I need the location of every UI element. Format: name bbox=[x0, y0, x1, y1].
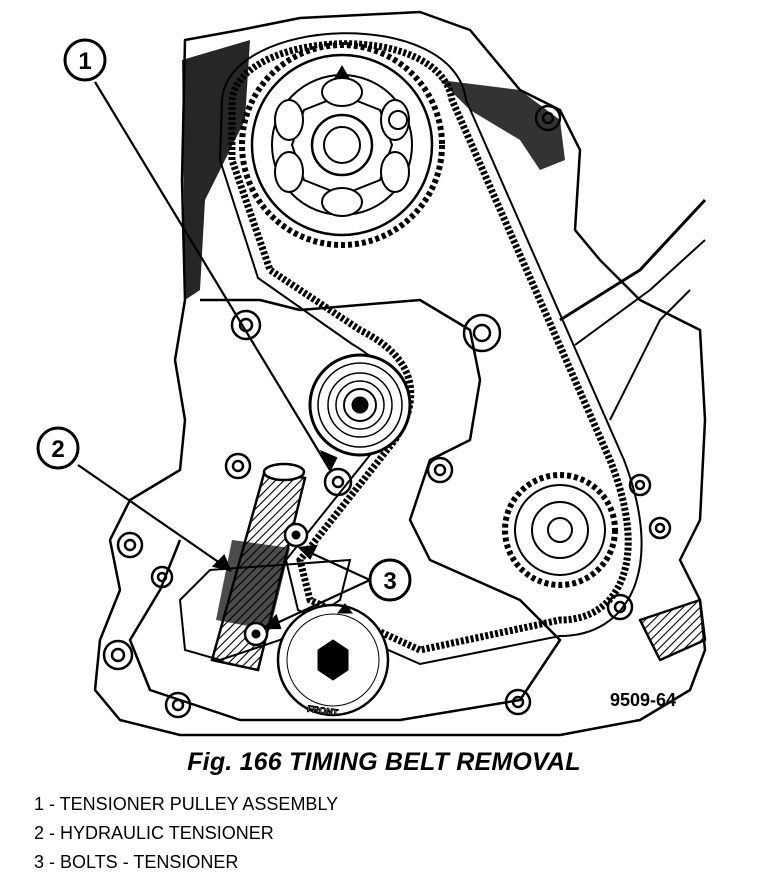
callout-2-number: 2 bbox=[51, 436, 64, 463]
front-label: FRONT bbox=[307, 704, 340, 718]
legend: 1 - TENSIONER PULLEY ASSEMBLY 2 - HYDRAU… bbox=[34, 790, 338, 877]
timing-belt-diagram: FRONT 1 2 3 9509-64 bbox=[36, 10, 707, 737]
crankshaft-sprocket bbox=[502, 472, 618, 588]
leader-lines bbox=[77, 81, 371, 630]
tensioner-pulley bbox=[308, 353, 412, 457]
figure-id: 9509-64 bbox=[610, 690, 676, 710]
callout-1-number: 1 bbox=[78, 48, 91, 75]
callout-3: 3 bbox=[368, 558, 412, 602]
legend-item: 2 - HYDRAULIC TENSIONER bbox=[34, 823, 274, 843]
callout-2: 2 bbox=[36, 426, 80, 470]
camshaft-sprocket bbox=[239, 42, 445, 248]
legend-item: 3 - BOLTS - TENSIONER bbox=[34, 852, 239, 872]
callout-1: 1 bbox=[63, 38, 107, 82]
front-hub: FRONT bbox=[276, 603, 390, 718]
figure-caption: Fig. 166 TIMING BELT REMOVAL bbox=[187, 748, 581, 776]
callout-3-number: 3 bbox=[383, 568, 396, 595]
hydraulic-tensioner bbox=[178, 462, 352, 672]
legend-item: 1 - TENSIONER PULLEY ASSEMBLY bbox=[34, 794, 339, 814]
